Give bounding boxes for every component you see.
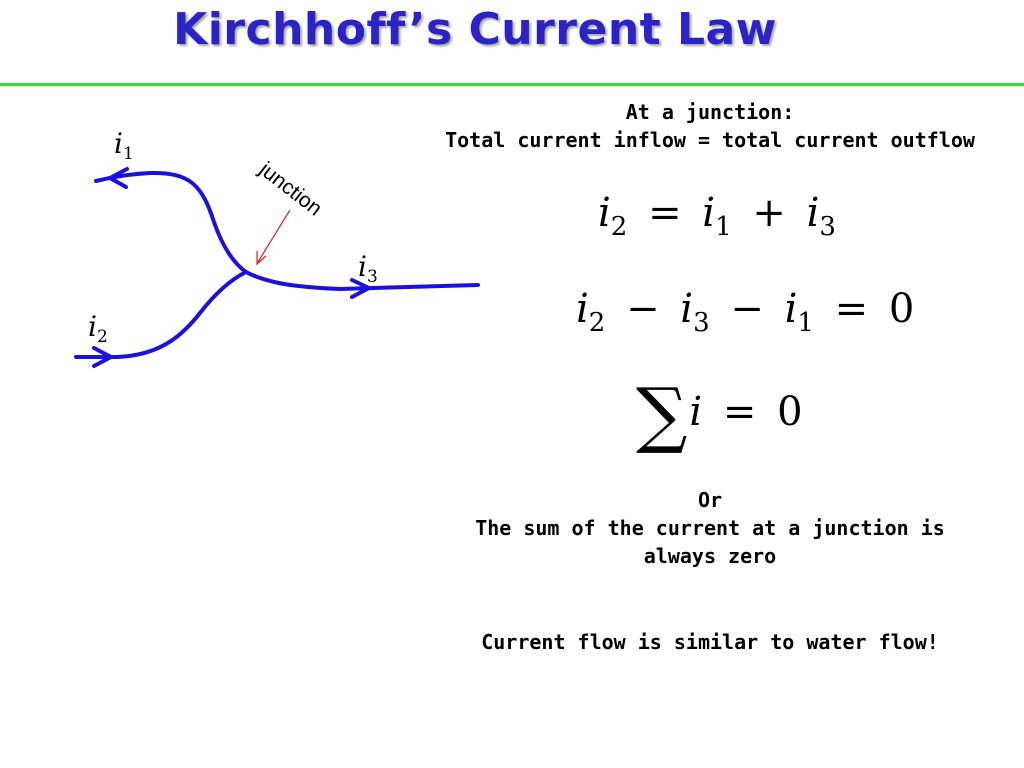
junction-statement: At a junction: Total current inflow = to… bbox=[420, 98, 1000, 154]
eq1-equals: = bbox=[648, 190, 682, 236]
label-i1: i1 bbox=[114, 127, 134, 164]
label-i3-var: i bbox=[358, 250, 367, 283]
eq2-a-sub: 2 bbox=[588, 308, 606, 339]
conclusion-block: Or The sum of the current at a junction … bbox=[420, 486, 1000, 570]
eq1-term1-sub: 1 bbox=[715, 212, 732, 243]
intro-line-1: At a junction: bbox=[625, 100, 795, 124]
eq2-a: i bbox=[576, 286, 589, 332]
junction-pointer-head bbox=[256, 251, 267, 266]
conclusion-line-2: always zero bbox=[643, 544, 777, 568]
intro-line-2: Total current inflow = total current out… bbox=[445, 128, 975, 152]
branch-i2-wire bbox=[74, 270, 248, 359]
equation-3: ∑i = 0 bbox=[636, 378, 803, 450]
label-i3: i3 bbox=[358, 250, 378, 287]
eq2-c: i bbox=[784, 286, 798, 332]
eq1-term2-sub: 3 bbox=[819, 212, 836, 243]
equation-2: i2 − i3 − i1 = 0 bbox=[576, 286, 914, 346]
eq3-var: i bbox=[689, 389, 703, 435]
branch-i3-arrow bbox=[350, 278, 371, 299]
eq2-minus-2: − bbox=[730, 286, 764, 332]
eq1-plus: + bbox=[752, 190, 786, 236]
sigma-symbol: ∑ bbox=[636, 372, 688, 456]
label-i2: i2 bbox=[88, 310, 108, 347]
label-i2-sub: 2 bbox=[97, 327, 108, 347]
slide-title: Kirchhoff’s Current Law bbox=[173, 4, 777, 55]
junction-pointer-line bbox=[257, 209, 291, 263]
eq2-b: i bbox=[680, 286, 694, 332]
junction-label: junction bbox=[254, 157, 326, 220]
label-i1-sub: 1 bbox=[123, 144, 134, 164]
equation-1: i2 = i1 + i3 bbox=[598, 190, 836, 250]
label-i3-sub: 3 bbox=[367, 267, 378, 287]
eq1-term2: i bbox=[806, 190, 820, 236]
eq1-lhs: i bbox=[598, 190, 611, 236]
branch-i3-wire bbox=[244, 270, 480, 292]
eq2-zero: 0 bbox=[888, 286, 915, 332]
branch-i2-arrow bbox=[92, 346, 113, 368]
eq2-c-sub: 1 bbox=[797, 308, 814, 339]
eq3-equals: = bbox=[722, 389, 757, 435]
conclusion-line-1: The sum of the current at a junction is bbox=[475, 516, 945, 540]
branch-i1-wire bbox=[94, 170, 248, 274]
eq1-term1: i bbox=[702, 190, 716, 236]
or-text: Or bbox=[697, 488, 723, 512]
label-i1-var: i bbox=[114, 127, 123, 160]
eq3-zero: 0 bbox=[777, 389, 803, 435]
label-i2-var: i bbox=[88, 310, 97, 343]
eq1-lhs-sub: 2 bbox=[610, 212, 628, 243]
water-flow-note: Current flow is similar to water flow! bbox=[481, 630, 939, 654]
title-divider bbox=[0, 83, 1024, 86]
eq2-equals: = bbox=[834, 286, 869, 332]
branch-i1-arrow bbox=[108, 167, 129, 189]
eq2-b-sub: 3 bbox=[693, 308, 710, 339]
eq2-minus-1: − bbox=[626, 286, 660, 332]
